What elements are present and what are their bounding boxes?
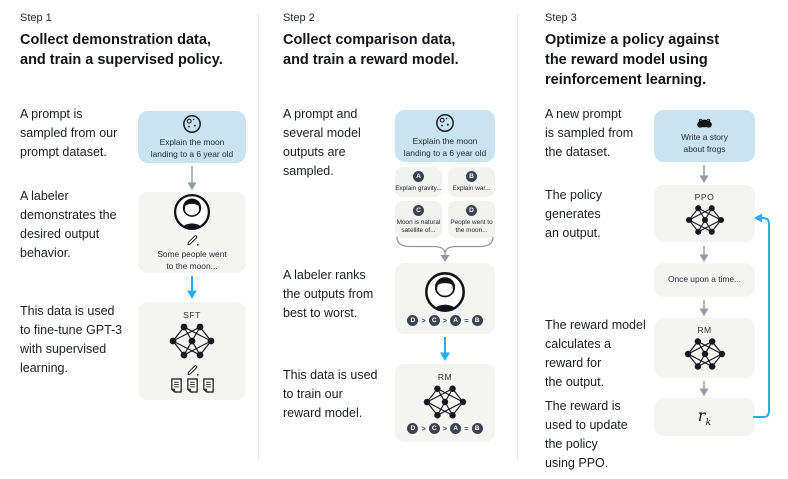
step3-rm-box: RM [654, 318, 755, 378]
ppo-label: PPO [694, 191, 715, 202]
rank-separator: > [442, 424, 448, 433]
step3-reward-box: rk [654, 398, 755, 436]
arrow-down-icon [698, 246, 710, 267]
step1-prompt-box: Explain the moon landing to a 6 year old [138, 111, 246, 163]
rank-separator: > [421, 316, 426, 325]
neural-network-icon [685, 204, 725, 236]
step2-labeler-box: D > C > A = B [395, 263, 495, 334]
arrow-down-icon [439, 337, 451, 366]
step1-para-finetune: This data is used to fine-tune GPT-3 wit… [20, 304, 123, 375]
reward-value: rk [698, 406, 711, 428]
output-option-a: A Explain gravity... [395, 167, 442, 197]
rank-chip: A [450, 315, 462, 326]
step3-output-box: Once upon a time... [654, 263, 755, 297]
rank-separator: > [442, 316, 448, 325]
ranking-row: D > C > A = B [407, 423, 483, 434]
step2-para-sampled: A prompt and several model outputs are s… [283, 107, 361, 178]
moon-icon [435, 113, 455, 133]
arrow-down-icon [186, 166, 198, 195]
step3-para-policy: The policy generates an output. [545, 188, 602, 240]
feedback-arrow-icon [753, 206, 775, 431]
rank-separator: = [464, 316, 469, 325]
reward-subscript: k [705, 417, 712, 429]
step1-demo-text: Some people went to the moon... [157, 248, 227, 271]
step3-output-text: Once upon a time... [667, 274, 742, 285]
step2-prompt-text: Explain the moon landing to a 6 year old [403, 135, 487, 158]
sft-label: SFT [183, 309, 201, 320]
document-icon [202, 377, 215, 393]
neural-network-icon [423, 384, 467, 420]
option-a-caption: Explain gravity... [395, 185, 442, 192]
step2-prompt-box: Explain the moon landing to a 6 year old [395, 110, 495, 162]
document-icon [186, 377, 199, 393]
neural-network-icon [169, 322, 215, 360]
step1-label: Step 1 [20, 12, 52, 24]
option-a-badge: A [413, 171, 424, 182]
step2-label: Step 2 [283, 12, 315, 24]
step1-prompt-text: Explain the moon landing to a 6 year old [150, 136, 234, 159]
option-b-caption: Explain war... [452, 185, 491, 192]
column-divider [258, 14, 259, 460]
document-icon [170, 377, 183, 393]
pencil-icon [186, 233, 199, 246]
rank-chip: D [407, 423, 419, 434]
step1-para-labeler: A labeler demonstrates the desired outpu… [20, 189, 117, 260]
step2-para-ranks: A labeler ranks the outputs from best to… [283, 268, 374, 320]
step3-para-reward: The reward model calculates a reward for… [545, 318, 646, 389]
step1-labeler-box: Some people went to the moon... [138, 192, 246, 273]
column-divider [517, 14, 518, 460]
person-icon [424, 271, 466, 313]
rank-chip: C [428, 423, 440, 434]
rm-label: RM [437, 372, 453, 382]
arrow-down-icon [698, 300, 710, 321]
step3-para-prompt: A new prompt is sampled from the dataset… [545, 107, 634, 159]
step3-prompt-text: Write a story about frogs [681, 131, 728, 154]
moon-icon [182, 114, 202, 134]
rank-separator: > [421, 424, 426, 433]
option-d-badge: D [466, 205, 477, 216]
frog-icon [696, 117, 713, 129]
step2-heading: Collect comparison data, and train a rew… [283, 32, 459, 68]
rank-chip: B [471, 315, 483, 326]
rank-chip: A [450, 423, 462, 434]
pencil-icon [186, 363, 199, 376]
step3-label: Step 3 [545, 12, 577, 24]
ranking-row: D > C > A = B [407, 315, 483, 326]
step3-prompt-box: Write a story about frogs [654, 110, 755, 162]
arrow-down-icon [186, 276, 198, 304]
documents-row [170, 377, 215, 393]
arrow-down-icon [698, 381, 710, 401]
step2-rm-box: RM D > C > A = B [395, 364, 495, 442]
step1-sft-box: SFT [138, 302, 246, 400]
reward-symbol: r [697, 405, 706, 425]
rank-chip: C [428, 315, 440, 326]
option-c-caption: Moon is natural satellite of... [396, 219, 441, 235]
step1-para-prompt: A prompt is sampled from our prompt data… [20, 107, 118, 159]
step3-ppo-box: PPO [654, 185, 755, 242]
output-option-b: B Explain war... [448, 167, 495, 197]
rm-label: RM [697, 325, 712, 335]
step2-para-train: This data is used to train our reward mo… [283, 368, 378, 420]
output-option-c: C Moon is natural satellite of... [395, 201, 442, 238]
person-icon [173, 193, 211, 231]
option-d-caption: People went to the moon... [450, 219, 493, 235]
rank-separator: = [464, 424, 469, 433]
option-b-badge: B [466, 171, 477, 182]
curly-brace-icon [395, 236, 495, 268]
arrow-down-icon [698, 165, 710, 188]
neural-network-icon [684, 337, 726, 371]
step1-heading: Collect demonstration data, and train a … [20, 32, 223, 68]
option-c-badge: C [413, 205, 424, 216]
rank-chip: B [471, 423, 483, 434]
output-option-d: D People went to the moon... [448, 201, 495, 238]
step3-heading: Optimize a policy against the reward mod… [545, 32, 720, 88]
rank-chip: D [407, 315, 419, 326]
step3-para-update: The reward is used to update the policy … [545, 399, 628, 470]
